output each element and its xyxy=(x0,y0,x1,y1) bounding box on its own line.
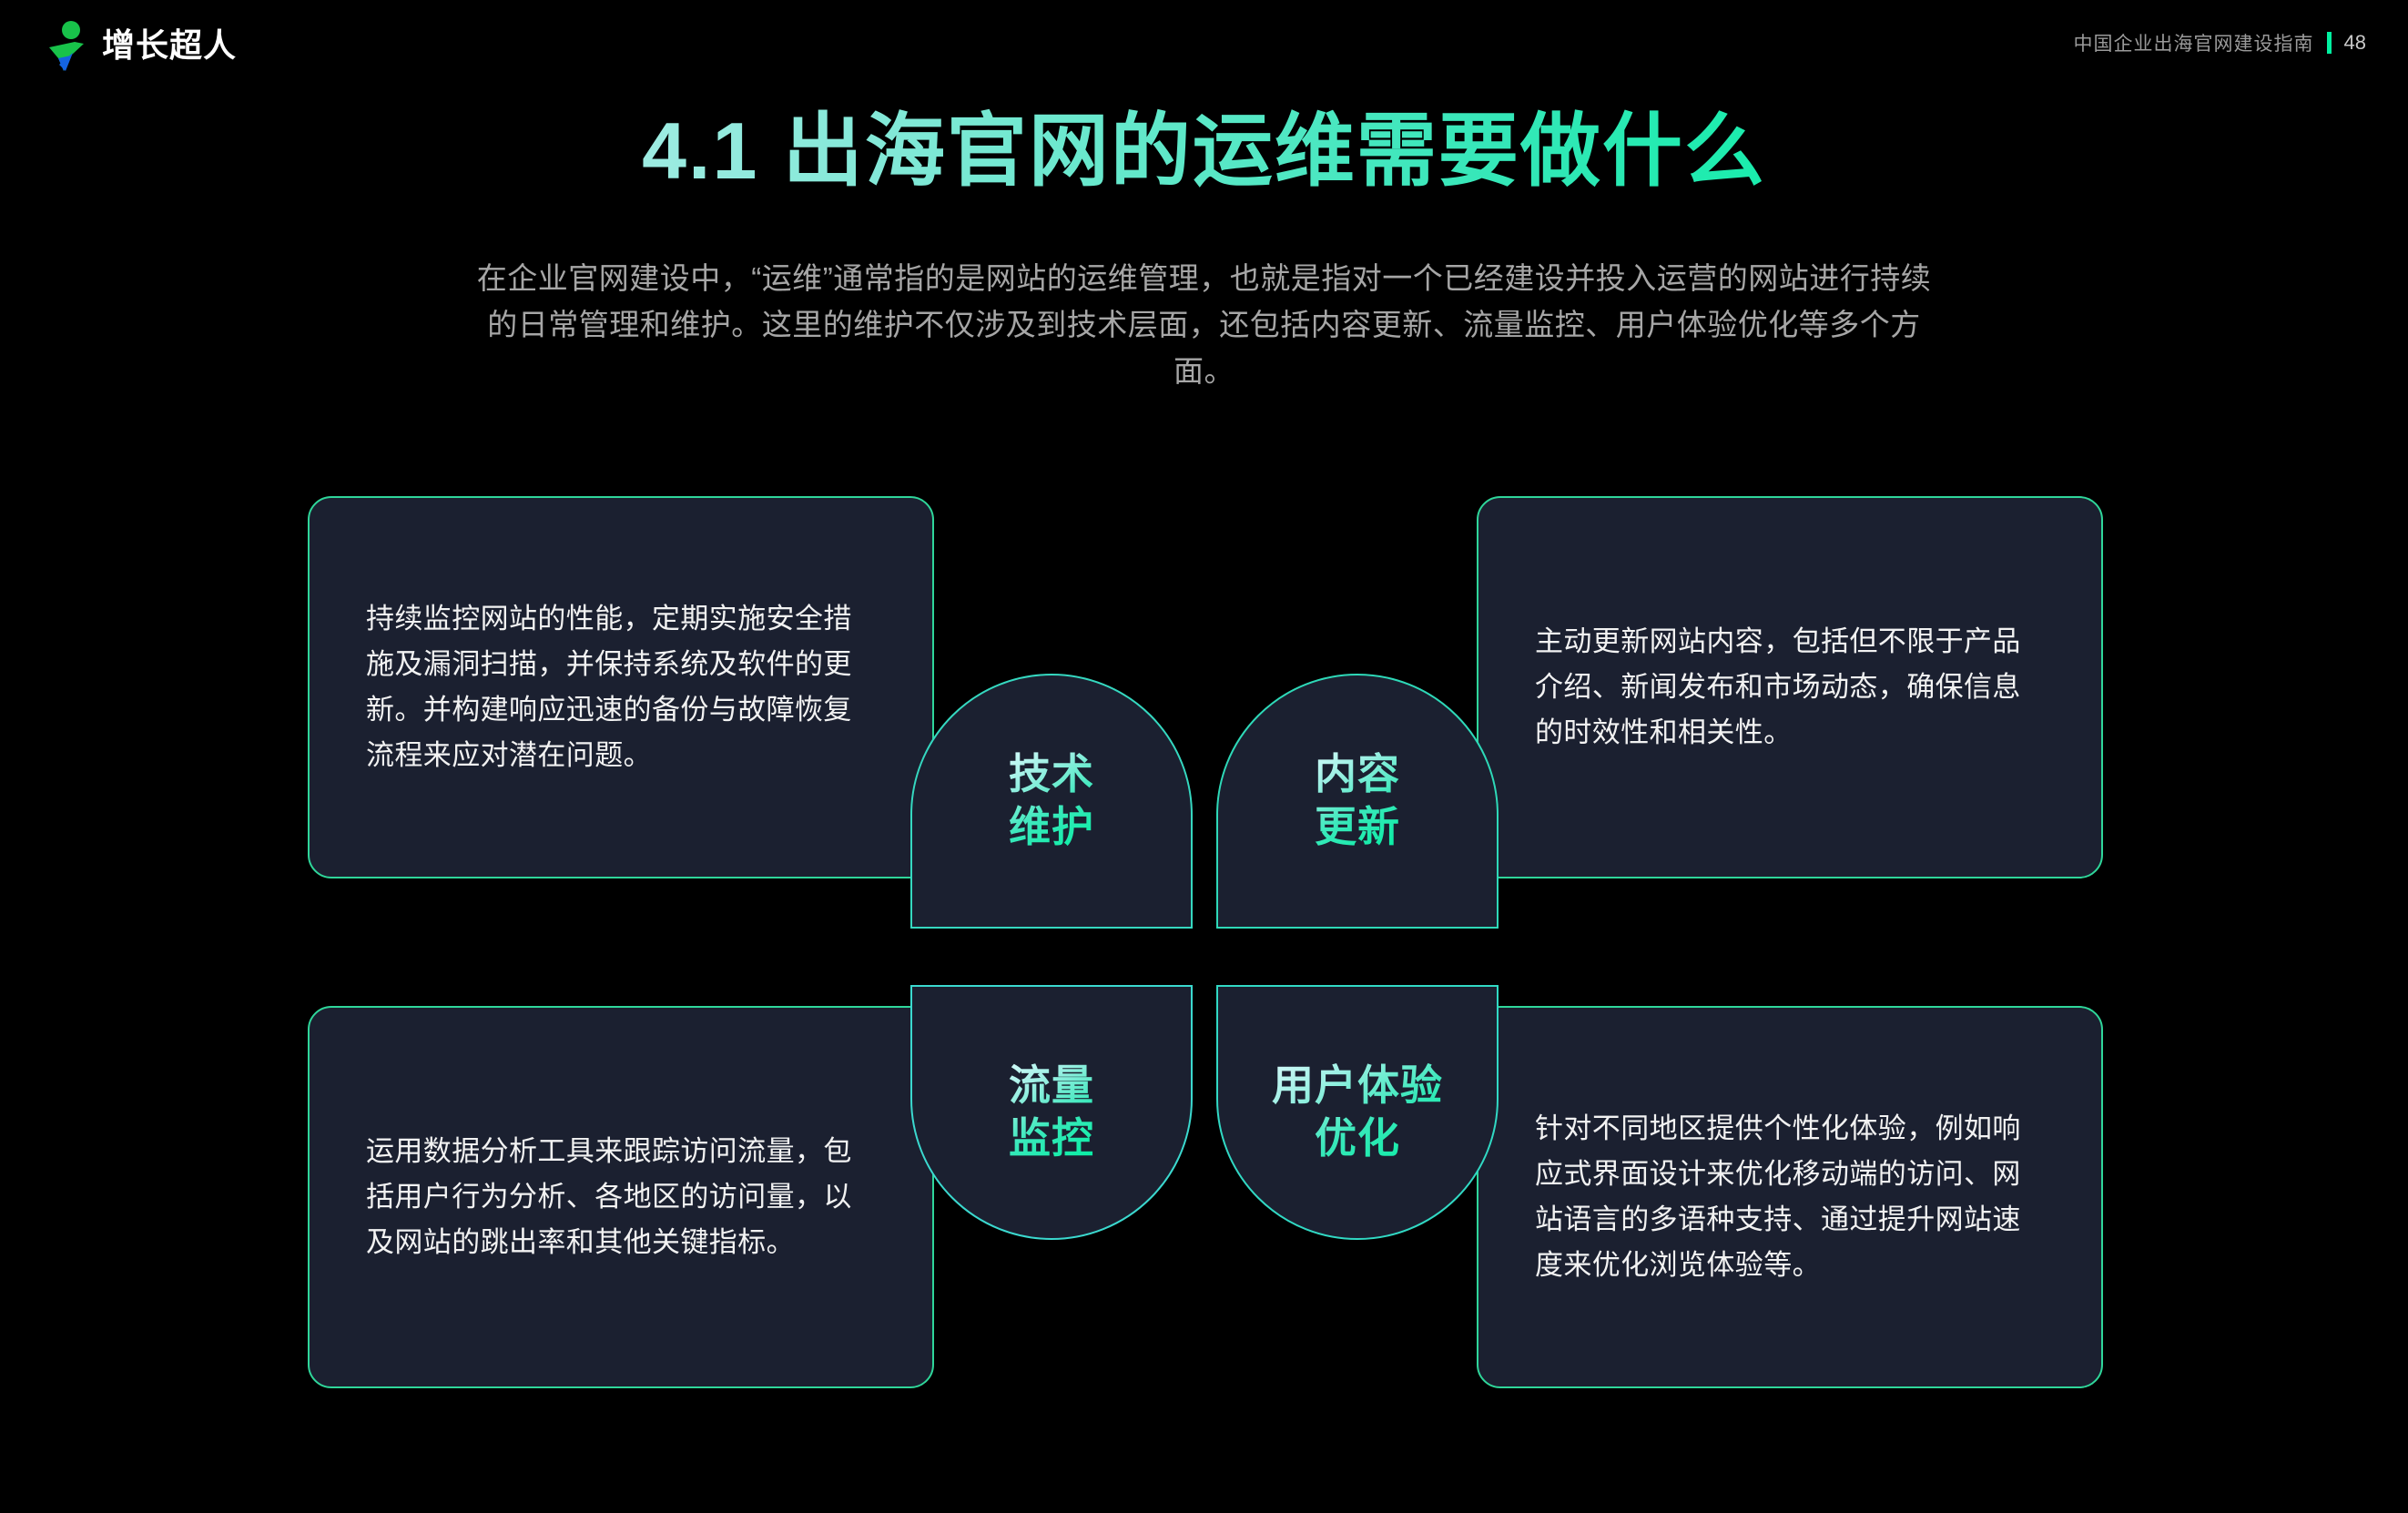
growth-person-logo-icon xyxy=(44,20,89,71)
petal-label-ux-optimization: 用户体验 优化 xyxy=(1272,1060,1443,1165)
brand-logo: 增长超人 xyxy=(44,20,237,71)
page-title: 4.1 出海官网的运维需要做什么 xyxy=(0,107,2408,196)
petal-ux-optimization: 用户体验 优化 xyxy=(1216,985,1499,1240)
brand-name: 增长超人 xyxy=(102,26,238,64)
document-title: 中国企业出海官网建设指南 xyxy=(2073,34,2314,55)
slide-header: 增长超人 中国企业出海官网建设指南 48 xyxy=(0,0,2408,91)
petal-label-traffic-monitoring: 流量 监控 xyxy=(1009,1060,1094,1165)
card-traffic-monitoring: 运用数据分析工具来跟踪访问流量，包括用户行为分析、各地区的访问量，以及网站的跳出… xyxy=(308,1006,934,1388)
header-divider-icon xyxy=(2326,32,2332,54)
header-meta: 中国企业出海官网建设指南 48 xyxy=(2074,29,2366,56)
card-text-tech-maintenance: 持续监控网站的性能，定期实施安全措施及漏洞扫描，并保持系统及软件的更新。并构建响… xyxy=(366,602,852,772)
petal-tech-maintenance: 技术 维护 xyxy=(910,674,1193,929)
page-subtitle: 在企业官网建设中，“运维”通常指的是网站的运维管理，也就是指对一个已经建设并投入… xyxy=(476,261,1932,389)
card-text-traffic-monitoring: 运用数据分析工具来跟踪访问流量，包括用户行为分析、各地区的访问量，以及网站的跳出… xyxy=(366,1134,852,1259)
card-content-update: 主动更新网站内容，包括但不限于产品介绍、新闻发布和市场动态，确保信息的时效性和相… xyxy=(1477,496,2103,878)
petal-label-content-update: 内容 更新 xyxy=(1315,748,1400,854)
card-tech-maintenance: 持续监控网站的性能，定期实施安全措施及漏洞扫描，并保持系统及软件的更新。并构建响… xyxy=(308,496,934,878)
petal-traffic-monitoring: 流量 监控 xyxy=(910,985,1193,1240)
petal-content-update: 内容 更新 xyxy=(1216,674,1499,929)
card-text-content-update: 主动更新网站内容，包括但不限于产品介绍、新闻发布和市场动态，确保信息的时效性和相… xyxy=(1535,624,2021,749)
card-text-ux-optimization: 针对不同地区提供个性化体验，例如响应式界面设计来优化移动端的访问、网站语言的多语… xyxy=(1535,1112,2021,1282)
card-ux-optimization: 针对不同地区提供个性化体验，例如响应式界面设计来优化移动端的访问、网站语言的多语… xyxy=(1477,1006,2103,1388)
petal-label-tech-maintenance: 技术 维护 xyxy=(1009,748,1094,854)
page-number: 48 xyxy=(2343,31,2366,54)
